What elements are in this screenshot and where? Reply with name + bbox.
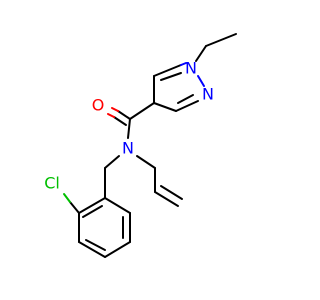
bond-c3-c4 (153, 102, 177, 112)
oxygen-atom-label: O (92, 96, 105, 115)
bond-carbonyl-o-1-o-side (111, 107, 119, 112)
bond-c4-carbonyl (129, 102, 155, 120)
bond-c5-n1-double (153, 64, 182, 77)
bond-carbonyl-o-2 (113, 116, 127, 126)
bond-allyl-ch-ch2-double-inner (160, 185, 183, 200)
bond-n2-c3-double-inner (177, 94, 194, 104)
chlorine-atom-label: Cl (44, 174, 60, 193)
bond-ar6-ar1 (104, 197, 131, 214)
bond-ar2-cl-cl-side (63, 193, 71, 203)
bond-ar1-ar2 (78, 197, 106, 214)
bond-c5-n1-n-side (180, 62, 187, 66)
benzene-ring (78, 197, 131, 258)
bond-ar1-ar2-inner (82, 205, 103, 218)
bond-ar3-ar4 (78, 241, 106, 258)
amide-nitrogen-label: N (122, 139, 134, 158)
pyrazole-ring (153, 62, 205, 112)
chloro-substituent (63, 193, 80, 214)
bond-carbonyl-o-2-o-side (107, 113, 115, 118)
ring-nitrogen-2-label: N (202, 85, 214, 104)
bond-ch2-n1 (195, 45, 207, 62)
bond-ar2-cl (69, 201, 80, 214)
bond-ch3-ch2 (205, 33, 237, 47)
bond-ar4-ar5 (104, 241, 131, 258)
bond-n-allyl-ch2 (136, 155, 156, 169)
bond-c5-n1-double-inner (160, 72, 182, 81)
bond-n1-n2 (197, 75, 205, 87)
benzyl-group (104, 155, 120, 199)
bond-ar3-ar4-inner (85, 239, 106, 251)
bond-allyl-ch-ch2-double (154, 191, 179, 207)
bond-n-benzyl-ch2 (104, 155, 120, 169)
bond-carbonyl-o-1 (117, 110, 131, 120)
amide-group (107, 102, 155, 139)
ethyl-group (195, 33, 237, 62)
ring-nitrogen-1-label: N (185, 59, 197, 78)
bond-carbonyl-n (127, 118, 131, 139)
molecule-structure: O N N N Cl (44, 33, 237, 258)
allyl-group (136, 155, 183, 207)
bond-n2-c3-double (175, 100, 199, 112)
